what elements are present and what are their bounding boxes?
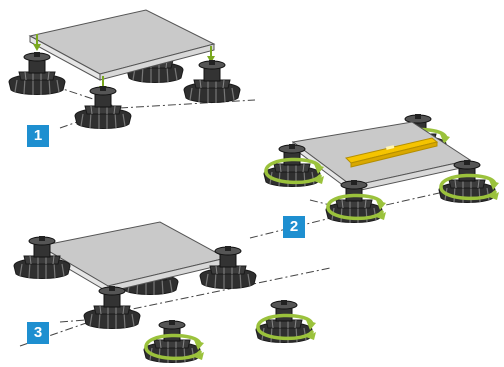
step-1-illustration xyxy=(9,10,255,129)
step-1-badge: 1 xyxy=(27,125,49,147)
slab-icon xyxy=(30,10,214,80)
slab-icon xyxy=(40,222,226,292)
pedestal-icon xyxy=(9,52,65,95)
step-3-badge: 3 xyxy=(27,322,49,344)
step-3-illustration xyxy=(14,222,330,363)
step-2-badge: 2 xyxy=(283,216,305,238)
pedestal-icon xyxy=(184,60,240,103)
